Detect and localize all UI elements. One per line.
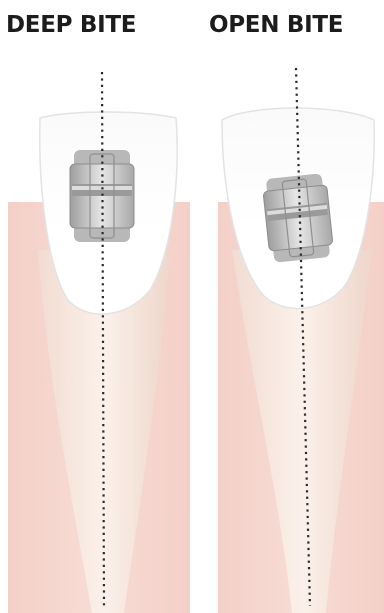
deep-bite-panel <box>8 72 190 613</box>
open-bite-panel <box>218 68 384 613</box>
bracket-icon <box>262 173 334 263</box>
